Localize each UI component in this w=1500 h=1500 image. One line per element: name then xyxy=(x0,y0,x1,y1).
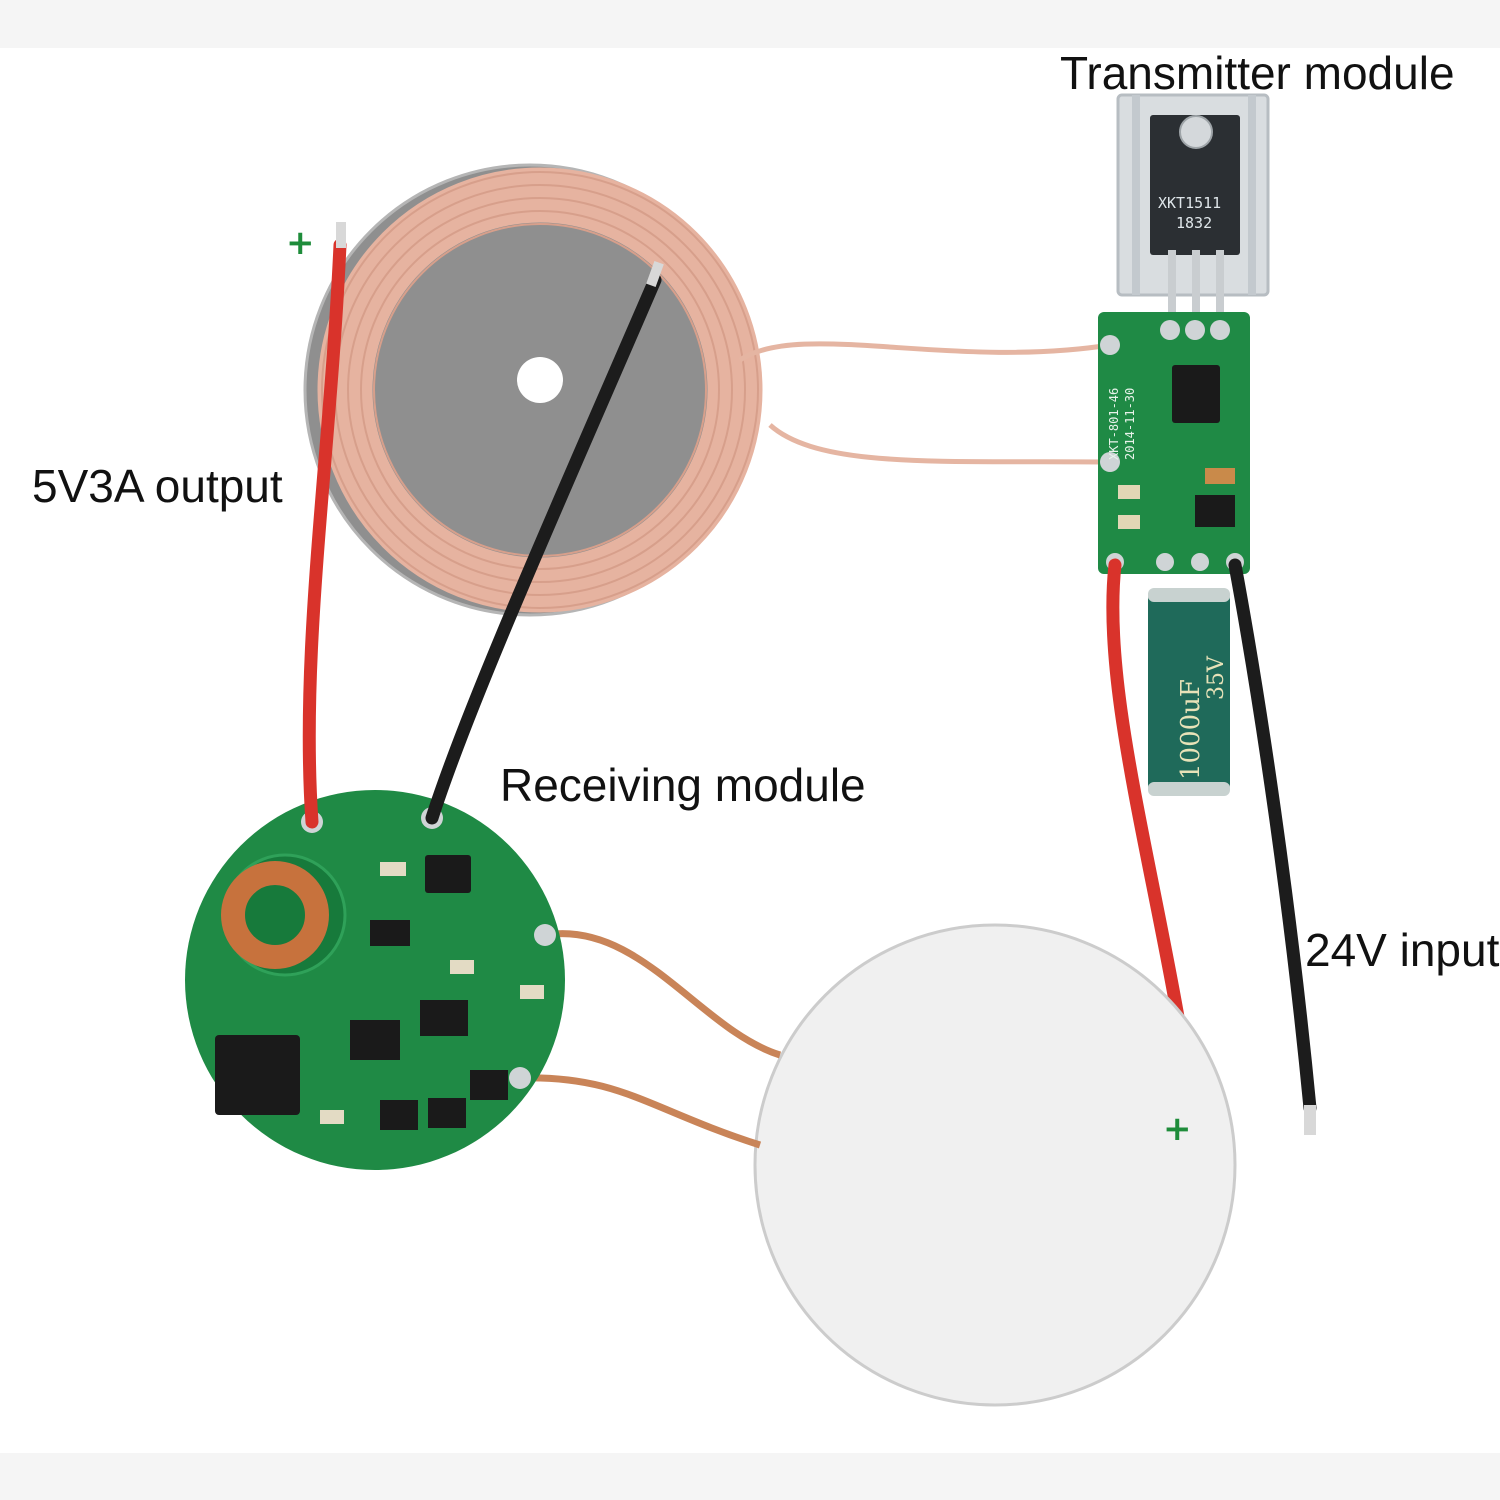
receiver-lead-bottom xyxy=(519,1074,762,1149)
electrolytic-capacitor xyxy=(1148,588,1230,796)
receiver-coil xyxy=(519,923,1237,1407)
input-black-wire xyxy=(1228,558,1317,1115)
photo-background xyxy=(0,48,1500,1453)
power-transistor xyxy=(1150,115,1240,255)
output-plus-marker: + xyxy=(286,223,315,263)
pcb-date-marking: 2014-11-30 xyxy=(1123,387,1137,460)
capacitor-value-marking: 1000uF xyxy=(1176,679,1206,780)
input-plus-marker: + xyxy=(1163,1109,1192,1149)
output-black-wire xyxy=(425,273,662,825)
pcb-model-marking: XKT-801-46 xyxy=(1107,387,1121,460)
chip-code-marking: 1832 xyxy=(1176,214,1213,232)
center-hole xyxy=(517,357,563,403)
capacitor-voltage-marking: 35V xyxy=(1204,656,1229,700)
regulator-chip xyxy=(215,1035,300,1115)
input-label: 24V input xyxy=(1305,924,1500,976)
transmitter-module-label: Transmitter module xyxy=(1060,47,1455,99)
output-label: 5V3A output xyxy=(32,460,283,512)
transmitter-coil xyxy=(303,163,1111,617)
output-red-wire xyxy=(302,238,347,829)
copper-winding xyxy=(317,167,763,613)
chip-part-marking: XKT1511 xyxy=(1158,194,1222,212)
toroid-inductor xyxy=(221,861,329,969)
receiver-lead-top xyxy=(544,930,782,1059)
receiving-module-label: Receiving module xyxy=(500,759,866,811)
coil-lead-top xyxy=(738,341,1111,363)
coil-lead-bottom xyxy=(768,423,1111,465)
wireless-charger-photo xyxy=(0,48,1500,1453)
driver-ic xyxy=(1172,365,1220,423)
receiving-module xyxy=(185,222,664,1170)
receiver-disc xyxy=(753,923,1237,1407)
mounting-screw xyxy=(1179,115,1213,149)
